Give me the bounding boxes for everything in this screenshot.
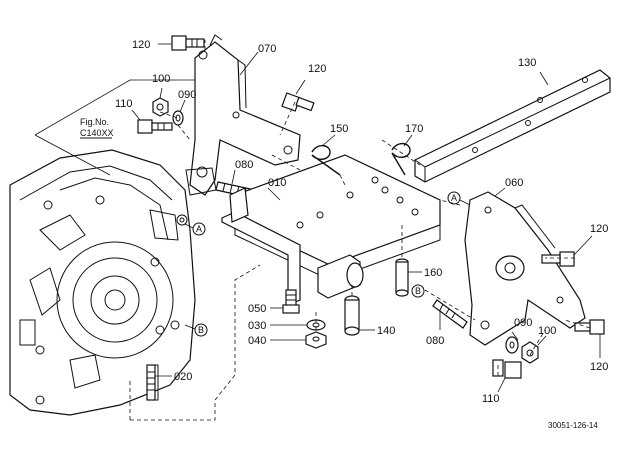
label-080-top: 080 [235,159,253,171]
bolt-120-top-mid [281,79,315,112]
label-130: 130 [518,57,536,69]
label-080-bottom: 080 [426,335,444,347]
label-leaders [159,51,506,201]
label-160: 160 [424,267,442,279]
figref-line1: Fig.No. [80,117,109,127]
bolt-120-right [541,235,593,267]
drawing-code: 30051-126-14 [548,421,598,430]
label-120-top-mid: 120 [308,63,326,75]
assembly-guides [129,40,591,421]
bracket-060 [464,191,586,346]
label-120-right: 120 [590,223,608,235]
transmission-housing [9,149,196,416]
stud-080-bottom [432,299,468,330]
label-100-right: 100 [538,325,556,337]
label-020: 020 [174,371,192,383]
callout-a-left: A [184,222,206,236]
callout-b-right: B [411,284,425,298]
label-070: 070 [258,43,276,55]
figref-line2: C140XX [80,128,114,138]
bolt-110-right [492,359,522,393]
bolt-120-bottom-right [574,319,605,358]
label-170: 170 [405,123,423,135]
label-120-top-left: 120 [132,39,150,51]
label-030: 030 [248,320,266,332]
label-040: 040 [248,335,266,347]
bolt-050 [270,289,300,314]
label-150: 150 [330,123,348,135]
nut-040 [270,312,327,349]
label-050: 050 [248,303,266,315]
label-090-right: 090 [514,317,532,329]
callout-a-right: A [447,191,471,206]
callout-b-right-text: B [415,286,421,296]
part-labels: 120 070 120 130 100 090 110 150 170 080 … [115,39,608,405]
label-120-bottom-right: 120 [590,361,608,373]
callout-b-left-text: B [198,325,204,335]
stud-020 [146,364,172,401]
figure-reference: Fig.No. C140XX [80,117,114,139]
callout-b-left: B [184,323,208,337]
pin-160 [395,225,422,297]
label-100-left: 100 [152,73,170,85]
washer-090-left [172,110,184,126]
label-090-left: 090 [178,89,196,101]
label-110-left: 110 [115,98,133,110]
bolt-110-left [131,109,173,134]
bolt-120-top-left [158,35,205,51]
washer-030 [270,319,326,331]
washer-090-right [505,331,519,354]
label-140: 140 [377,325,395,337]
linchpin-150 [311,134,346,186]
linchpin-170 [391,134,413,176]
nut-100-left [152,97,169,117]
callout-a-left-text: A [196,224,202,234]
callout-a-right-text: A [451,193,457,203]
label-010: 010 [268,177,286,189]
nut-100-right [521,335,547,364]
label-110-right: 110 [482,393,500,405]
bar-130 [414,69,611,183]
label-060: 060 [505,177,523,189]
pin-140 [344,285,375,336]
bracket-070 [185,34,301,196]
